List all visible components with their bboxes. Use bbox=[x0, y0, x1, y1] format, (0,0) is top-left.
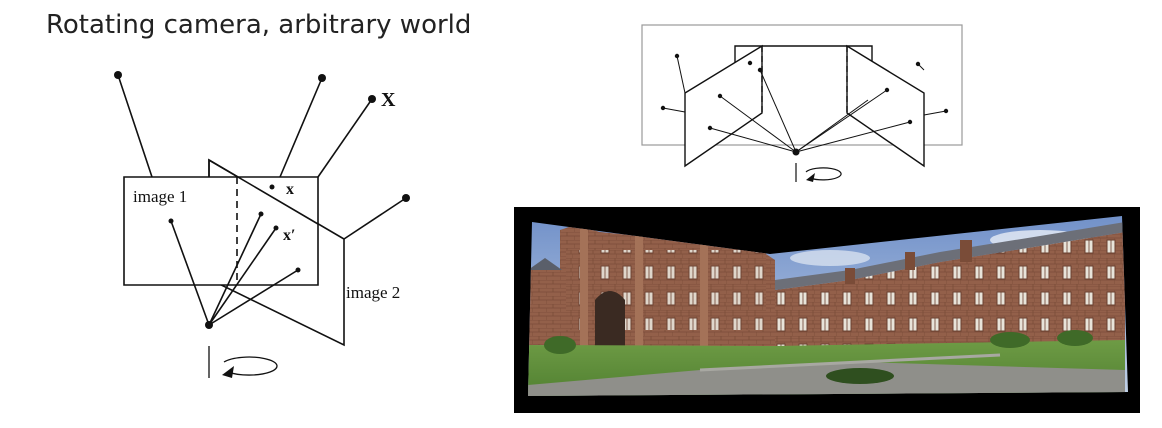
scene-points bbox=[114, 71, 410, 202]
left-image-plane bbox=[684, 44, 763, 168]
panorama-photo bbox=[514, 207, 1140, 413]
rotation-arrowhead-icon bbox=[222, 366, 234, 378]
left-rotating-camera-diagram bbox=[114, 71, 410, 378]
rotation-arrow-icon bbox=[223, 356, 278, 376]
panorama-rotation-icon bbox=[805, 167, 842, 181]
camera-center bbox=[205, 321, 213, 329]
projection-rays bbox=[117, 74, 407, 326]
image-2-label: image 2 bbox=[346, 283, 400, 302]
mosaic-frame bbox=[641, 24, 963, 146]
image-points bbox=[168, 184, 301, 273]
right-image-plane bbox=[846, 44, 925, 168]
slide-title: Rotating camera, arbitrary world bbox=[46, 10, 472, 40]
scene-point-label: X bbox=[381, 89, 396, 111]
top-right-panorama-diagram bbox=[641, 24, 963, 182]
image-1-plane bbox=[123, 176, 319, 286]
projection-label: x bbox=[286, 181, 294, 198]
panorama-rays bbox=[662, 55, 947, 153]
image-1-label: image 1 bbox=[133, 187, 187, 206]
image-2-top-edge bbox=[208, 158, 319, 225]
center-image-plane bbox=[734, 45, 873, 63]
projection-prime-label: x′ bbox=[283, 227, 296, 244]
